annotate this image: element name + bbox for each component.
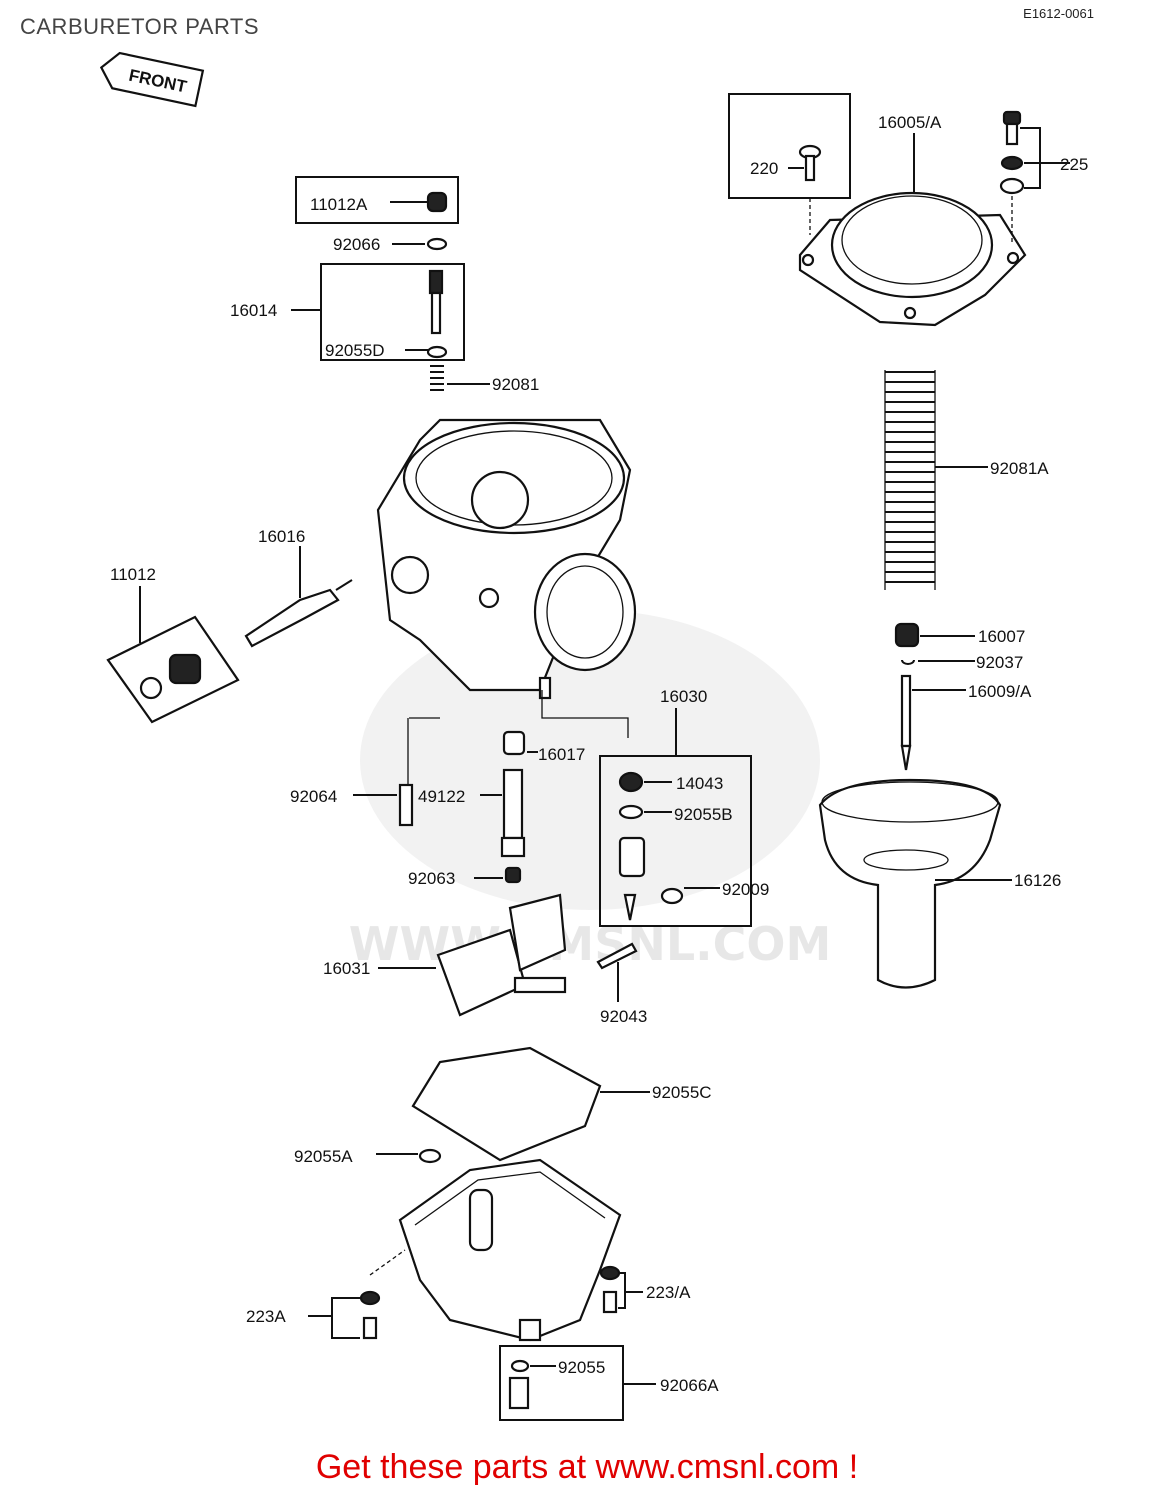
part-16014-screw	[426, 269, 448, 359]
label-16009a: 16009/A	[968, 682, 1032, 701]
label-16005a: 16005/A	[878, 113, 942, 132]
label-92066a: 92066A	[660, 1376, 719, 1395]
box-11012a	[295, 176, 459, 224]
part-92055c-gasket	[411, 1046, 602, 1162]
label-92037: 92037	[976, 653, 1023, 672]
part-92055a-oring	[418, 1148, 442, 1164]
label-16031: 16031	[323, 959, 370, 978]
label-92081: 92081	[492, 375, 539, 394]
label-16007: 16007	[978, 627, 1025, 646]
part-16017-jet	[502, 730, 526, 756]
label-92055: 92055	[558, 1358, 605, 1377]
label-49122: 49122	[418, 787, 465, 806]
part-92055b-oring	[618, 804, 644, 820]
part-16031-float	[436, 893, 567, 1017]
part-49122-emulsion-tube	[500, 768, 526, 858]
part-92009-screw	[660, 887, 684, 905]
label-14043: 14043	[676, 774, 723, 793]
part-225-screw-set	[999, 110, 1025, 195]
part-labels: 11012A 92066 16014 92055D 92081 220 1600…	[110, 113, 1088, 1395]
label-16017: 16017	[538, 745, 585, 764]
label-92055c: 92055C	[652, 1083, 712, 1102]
label-92055d: 92055D	[325, 341, 385, 360]
part-float-bowl	[398, 1158, 622, 1342]
part-92064-screw	[398, 783, 414, 827]
label-92055a: 92055A	[294, 1147, 353, 1166]
label-225: 225	[1060, 155, 1088, 174]
label-16014: 16014	[230, 301, 277, 320]
part-16016-jet	[244, 579, 353, 648]
label-11012: 11012	[110, 565, 156, 584]
label-92081a: 92081A	[990, 459, 1049, 478]
part-92063-jet	[504, 866, 522, 884]
label-92066: 92066	[333, 235, 380, 254]
part-92081-spring	[430, 365, 444, 391]
box-16014	[320, 263, 465, 361]
label-223a-right: 223/A	[646, 1283, 691, 1302]
part-16007-holder	[894, 622, 920, 648]
label-16126: 16126	[1014, 871, 1061, 890]
part-14043-seat	[618, 771, 644, 793]
label-92064: 92064	[290, 787, 337, 806]
part-16126-piston	[818, 778, 1002, 989]
part-float-valve	[618, 836, 646, 921]
part-220-screw	[798, 144, 822, 182]
label-92009: 92009	[722, 880, 769, 899]
front-arrow: FRONT	[99, 51, 205, 108]
part-223a-left-screws	[359, 1290, 381, 1340]
label-16030: 16030	[660, 687, 707, 706]
label-92063: 92063	[408, 869, 455, 888]
part-11012-plate	[106, 615, 240, 724]
label-92043: 92043	[600, 1007, 647, 1026]
part-16009a-needle	[900, 674, 912, 771]
label-223a-left: 223A	[246, 1307, 286, 1326]
diagram-code: E1612-0061	[1023, 6, 1094, 21]
box-16030	[599, 755, 752, 927]
part-92066a-plug	[508, 1359, 530, 1410]
page-title: CARBURETOR PARTS	[20, 14, 260, 39]
part-92043-pin	[596, 942, 638, 970]
watermark-text: WWW.CMSNL.COM	[349, 917, 832, 971]
label-220: 220	[750, 159, 778, 178]
label-11012a: 11012A	[310, 195, 368, 214]
part-16005a-cover	[798, 191, 1027, 327]
label-16016: 16016	[258, 527, 305, 546]
part-92037-clip	[901, 659, 915, 665]
label-92055b: 92055B	[674, 805, 733, 824]
part-11012a-plug	[426, 191, 448, 213]
part-carburetor-body	[376, 418, 637, 700]
part-92066-oring	[426, 237, 448, 251]
footer-banner[interactable]: Get these parts at www.cmsnl.com !	[315, 1448, 859, 1486]
part-223a-right-screws	[599, 1265, 621, 1314]
part-92081a-spring	[884, 370, 936, 590]
box-220	[728, 93, 851, 199]
